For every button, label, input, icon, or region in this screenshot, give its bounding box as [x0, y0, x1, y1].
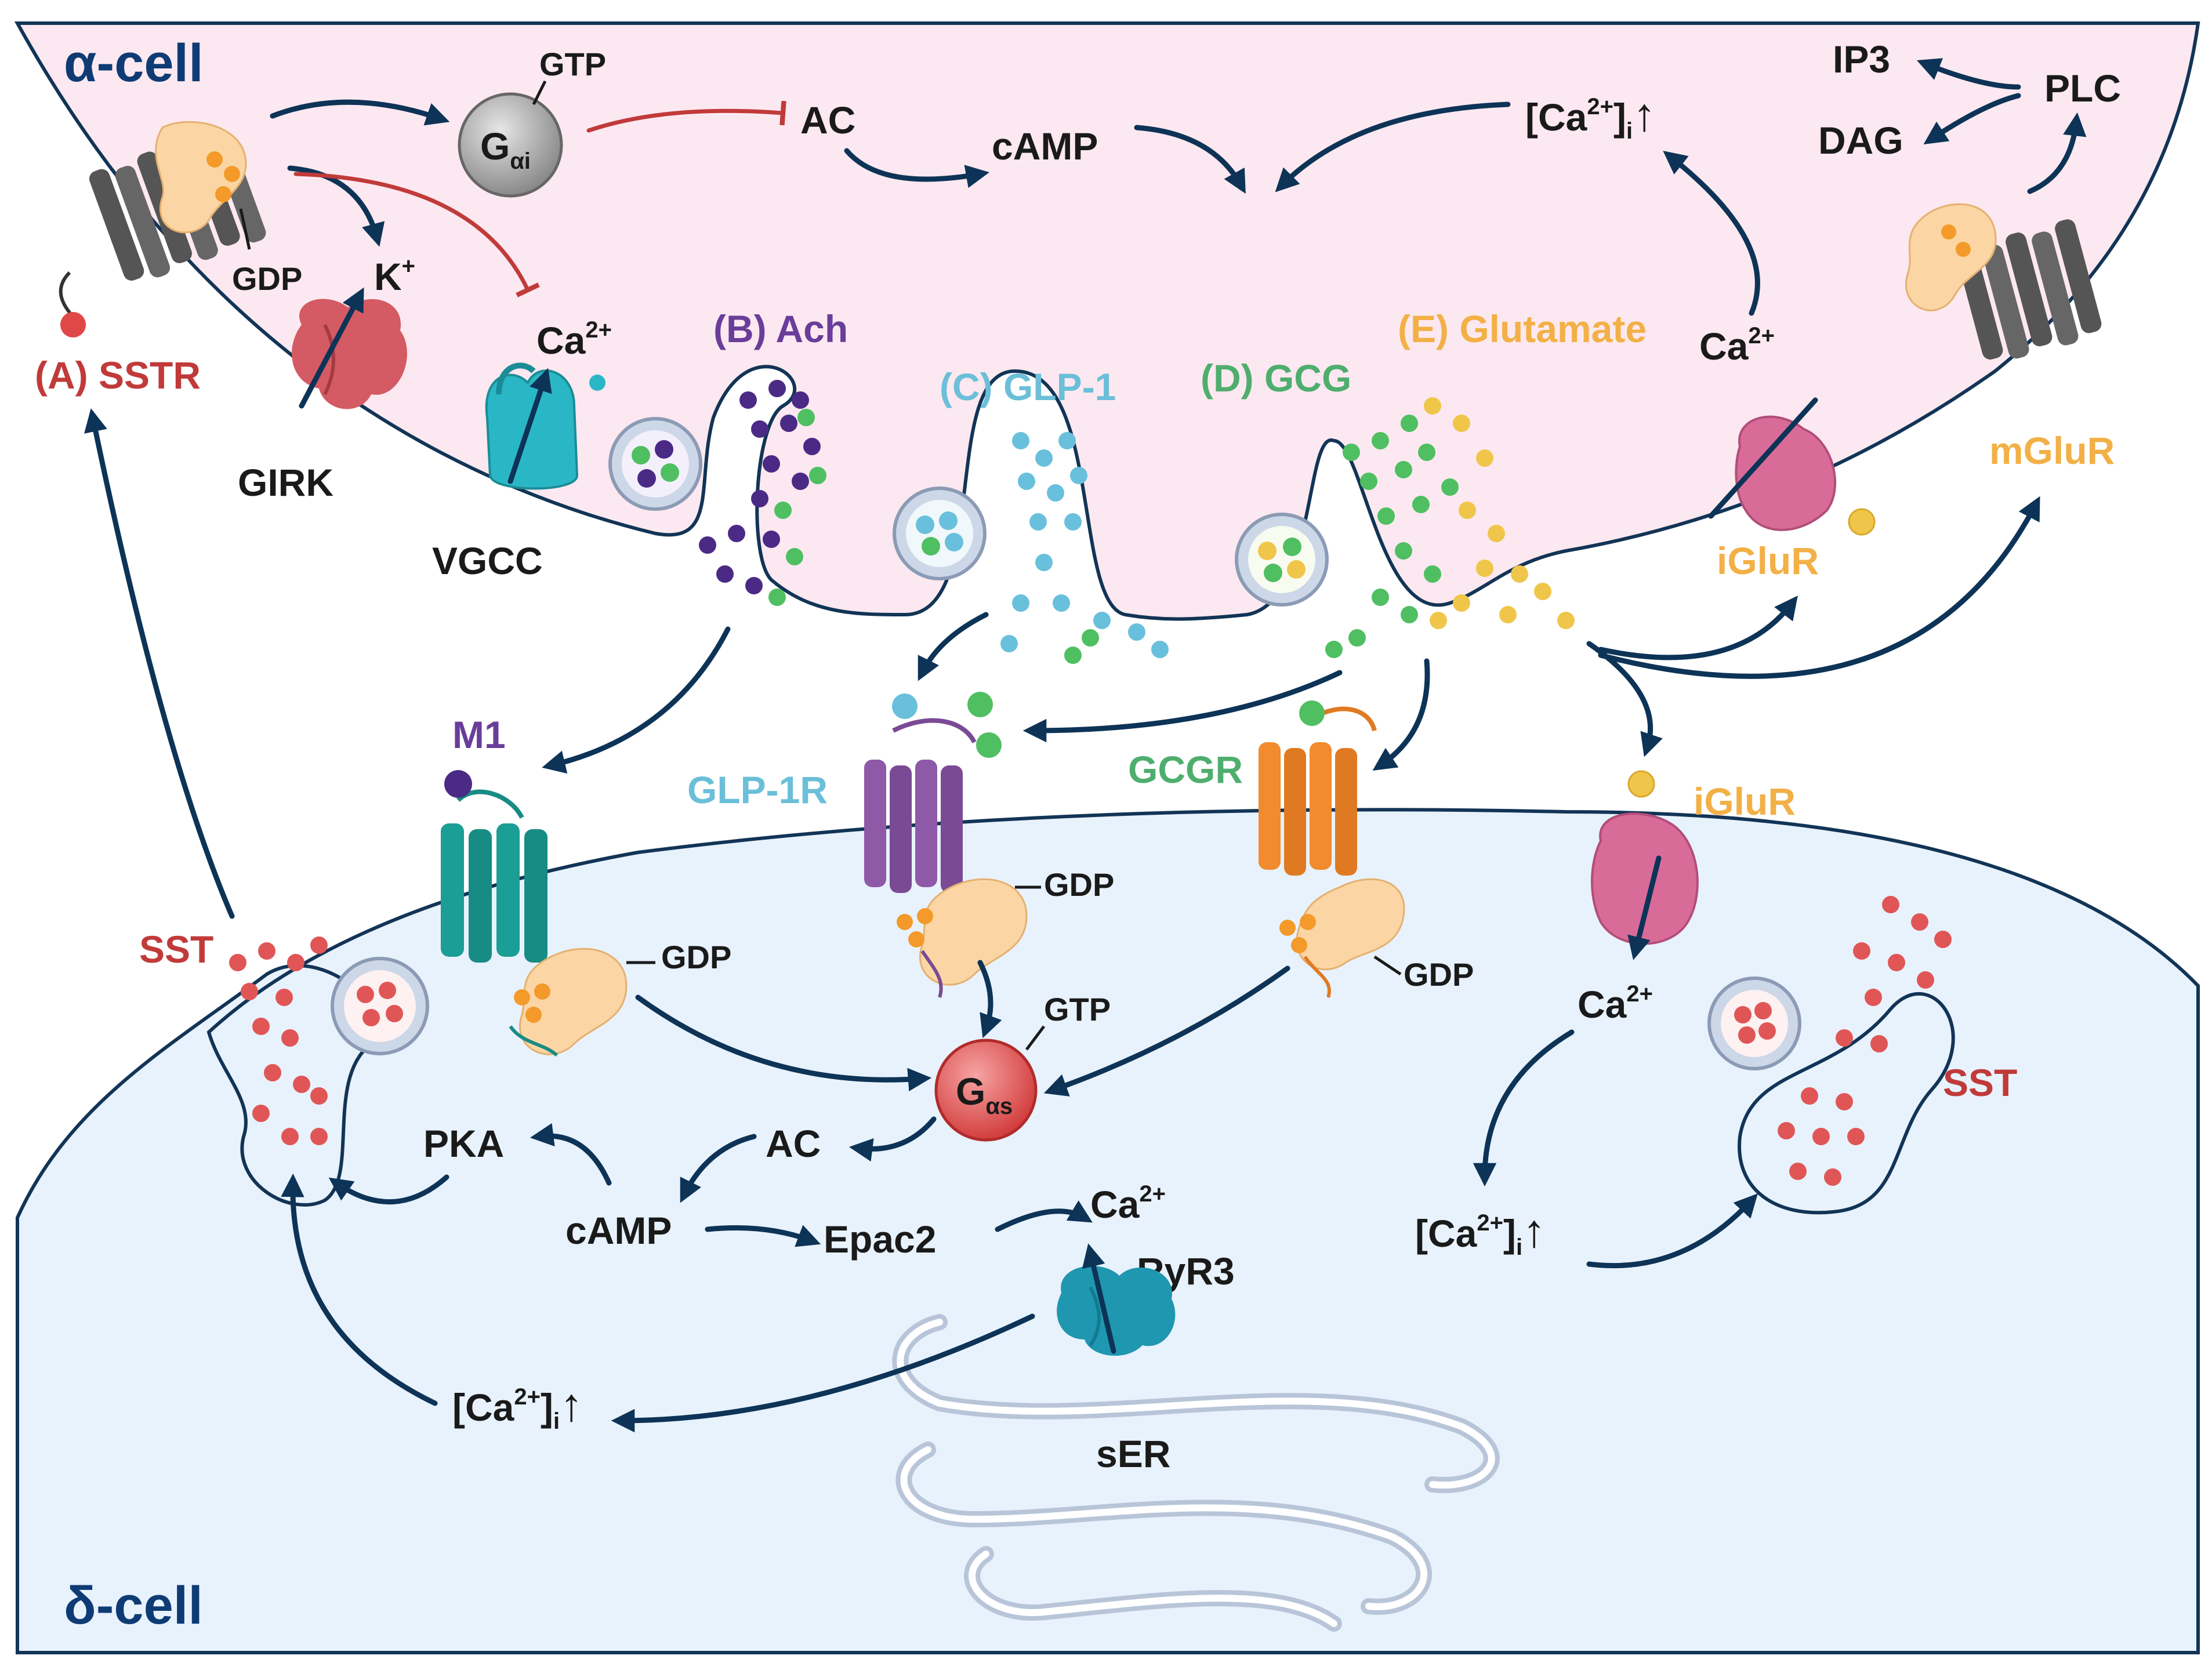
iglur-alpha-ca-label: Ca2+: [1699, 323, 1775, 368]
gtp-label-delta: GTP: [1044, 991, 1111, 1028]
ach-green-particles: [768, 409, 826, 606]
girk-label: GIRK: [238, 461, 333, 504]
girk-channel: [292, 299, 407, 409]
ach-ligand-bound: [444, 770, 472, 798]
gtp-label-alpha: GTP: [539, 46, 606, 82]
ser-label: sER: [1096, 1432, 1170, 1475]
glp1r-label: GLP-1R: [687, 768, 828, 811]
gdp-label-gcgr: GDP: [1404, 956, 1474, 993]
iglur-delta: [1591, 770, 1699, 945]
sst-left-label: SST: [139, 928, 213, 971]
pka-label: PKA: [423, 1122, 504, 1165]
ach-vesicle: [608, 417, 702, 511]
k-plus-label: K+: [374, 253, 415, 298]
arrows: [84, 58, 2087, 1433]
g-alpha-s: [934, 1039, 1038, 1142]
alpha-intracellular-calcium: [Ca2+]i↑: [1525, 89, 1656, 144]
delta-calcium-left: [Ca2+]i↑: [452, 1379, 583, 1434]
delta-calcium-right: [Ca2+]i↑: [1415, 1205, 1546, 1260]
g-alpha-s-label: Gαs: [956, 1070, 1013, 1119]
free-gcg-ligand-1: [967, 692, 993, 717]
sst-ligand-bound: [60, 312, 86, 337]
iglur-delta-ca-label: Ca2+: [1578, 981, 1653, 1026]
delta-cell-cytoplasm: [16, 808, 2200, 1654]
epac2-label: Epac2: [824, 1218, 936, 1261]
sst-particles-right: [1778, 896, 1952, 1186]
m1-receptor: [441, 770, 628, 1057]
glp1r-receptor: [864, 694, 1028, 998]
ryr3-channel: [1057, 1266, 1176, 1356]
sst-particles-left: [229, 936, 328, 1145]
sst-vesicle-right: [1707, 976, 1801, 1070]
mglur-receptor: [1905, 203, 2102, 360]
sstr-receptor: [59, 121, 266, 337]
vgcc-ca-label: Ca2+: [536, 317, 612, 362]
ip3-label: IP3: [1833, 38, 1890, 81]
delta-cell-title: δ-cell: [64, 1576, 203, 1635]
iglur-delta-label: iGluR: [1694, 780, 1796, 823]
ach-particles: [699, 380, 821, 594]
dag-label: DAG: [1818, 119, 1903, 162]
gcgr-receptor: [1259, 700, 1405, 998]
mglur-label: mGluR: [1989, 429, 2115, 472]
camp-label-delta: cAMP: [565, 1209, 672, 1252]
sst-right-label: SST: [1943, 1061, 2017, 1104]
glp1-particles: [1000, 432, 1169, 658]
g-alpha-i: [458, 92, 563, 198]
gcgr-label: GCGR: [1128, 748, 1243, 791]
gcg-particles: [1064, 415, 1459, 664]
ac-label-delta: AC: [766, 1122, 821, 1165]
sst-vesicle-left: [331, 957, 429, 1055]
glp1-vesicle: [893, 487, 987, 580]
iglur-alpha-label: iGluR: [1717, 539, 1819, 582]
gcg-label: (D) GCG: [1201, 357, 1351, 400]
glp1-label: (C) GLP-1: [940, 365, 1116, 408]
gdp-label-glp1r: GDP: [1044, 866, 1114, 903]
ryr3-ca-label: Ca2+: [1090, 1181, 1166, 1226]
camp-label-alpha: cAMP: [992, 125, 1098, 168]
m1-label: M1: [452, 713, 506, 756]
g-alpha-i-label: Gαi: [480, 125, 531, 174]
iglur-alpha: [1735, 415, 1876, 536]
glutamate-label: (E) Glutamate: [1398, 307, 1647, 350]
glp1-ligand-bound: [892, 694, 918, 719]
free-gcg-ligand-2: [976, 732, 1002, 758]
sstr-label: (A) SSTR: [35, 354, 201, 397]
gdp-label-alpha: GDP: [232, 260, 302, 297]
ac-label-alpha: AC: [800, 99, 855, 141]
vgcc-channel: [485, 362, 605, 490]
g-protein-sstr: [155, 121, 247, 234]
ach-label: (B) Ach: [713, 307, 848, 350]
gdp-label-m1: GDP: [661, 939, 731, 975]
glutamate-vesicle: [1235, 513, 1329, 607]
glutamate-particles: [1424, 397, 1575, 629]
alpha-cell-title: α-cell: [64, 34, 204, 93]
plc-label: PLC: [2044, 67, 2121, 110]
vgcc-label: VGCC: [432, 539, 543, 582]
gcg-ligand-bound: [1299, 700, 1325, 726]
